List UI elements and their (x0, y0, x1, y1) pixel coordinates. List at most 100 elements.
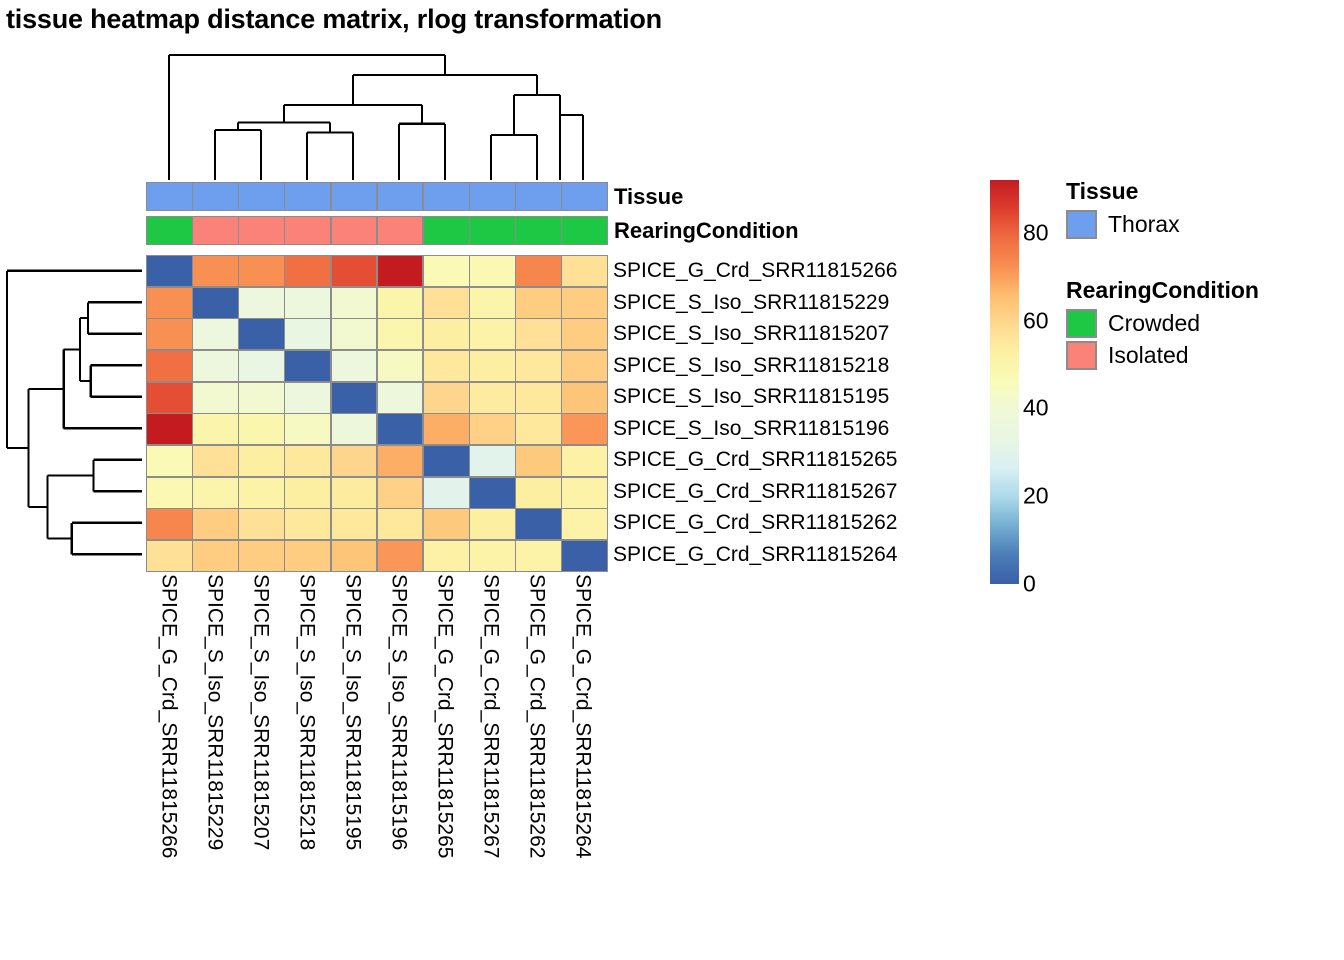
column-label: SPICE_S_Iso_SRR11815229 (203, 574, 227, 851)
column-label-cell: SPICE_S_Iso_SRR11815218 (284, 574, 330, 934)
heatmap-cell (239, 445, 284, 477)
heatmap-cell (562, 256, 607, 287)
tissue-legend: Tissue Thorax (1066, 178, 1180, 242)
heatmap-cell (239, 414, 284, 445)
annotation-cell (147, 217, 192, 244)
heatmap-cell (516, 287, 561, 318)
heatmap-cell (331, 287, 377, 318)
heatmap-cell (193, 445, 238, 477)
row-label: SPICE_G_Crd_SRR11815267 (613, 479, 898, 503)
tissue-annotation-label: Tissue (614, 184, 684, 209)
heatmap-cell (516, 414, 561, 445)
column-label-cell: SPICE_S_Iso_SRR11815196 (376, 574, 422, 934)
legend-swatch (1066, 210, 1097, 239)
heatmap-cell (285, 287, 331, 318)
heatmap-cell (562, 445, 607, 477)
heatmap-cell (562, 477, 607, 508)
heatmap-cell (377, 509, 423, 540)
row-label: SPICE_S_Iso_SRR11815229 (613, 290, 890, 314)
colorbar-tick-label: 20 (1023, 482, 1049, 509)
heatmap-cell (470, 414, 515, 445)
annotation-cell (239, 217, 284, 244)
heatmap-cell (147, 477, 192, 508)
column-label-list: SPICE_G_Crd_SRR11815266 SPICE_S_Iso_SRR11… (146, 574, 606, 934)
column-label: SPICE_G_Crd_SRR11815266 (157, 574, 181, 859)
heatmap-cell (423, 350, 469, 382)
heatmap-cell (193, 287, 238, 318)
heatmap-cell (331, 382, 377, 413)
annotation-cell (193, 217, 238, 244)
column-label: SPICE_G_Crd_SRR11815265 (433, 574, 457, 859)
heatmap-cell (147, 445, 192, 477)
legend-label: Thorax (1108, 211, 1180, 237)
heatmap-cell (516, 509, 561, 540)
column-label: SPICE_S_Iso_SRR11815196 (387, 574, 411, 851)
row-label: SPICE_G_Crd_SRR11815262 (613, 511, 898, 535)
heatmap-cell (285, 256, 331, 287)
column-label: SPICE_G_Crd_SRR11815264 (571, 574, 595, 859)
heatmap-cell (423, 382, 469, 413)
heatmap-cell (147, 350, 192, 382)
heatmap-cell (470, 477, 515, 508)
annotation-cell (470, 217, 515, 244)
heatmap-cell (562, 319, 607, 350)
heatmap-cell (147, 414, 192, 445)
heatmap-cell (147, 256, 192, 287)
heatmap-cell (470, 382, 515, 413)
heatmap-cell (285, 350, 331, 382)
row-label: SPICE_S_Iso_SRR11815218 (613, 353, 890, 377)
annotation-cell (423, 183, 469, 210)
heatmap-cell (470, 350, 515, 382)
legend-entry: Crowded (1066, 309, 1259, 338)
row-label: SPICE_S_Iso_SRR11815196 (613, 416, 890, 440)
annotation-cell (147, 183, 192, 210)
heatmap-cell (470, 509, 515, 540)
heatmap-cell (516, 477, 561, 508)
heatmap-cell (331, 319, 377, 350)
rearing-condition-annotation-bar (146, 216, 608, 245)
heatmap-cell (193, 414, 238, 445)
heatmap-cell (377, 445, 423, 477)
heatmap-cell (562, 350, 607, 382)
row-label: SPICE_S_Iso_SRR11815207 (613, 322, 890, 346)
heatmap-cell (331, 256, 377, 287)
annotation-cell (377, 183, 423, 210)
rearing-condition-annotation-label: RearingCondition (614, 218, 799, 243)
heatmap-cell (470, 256, 515, 287)
heatmap-cell (147, 319, 192, 350)
column-label: SPICE_G_Crd_SRR11815262 (525, 574, 549, 859)
heatmap-cell (377, 382, 423, 413)
annotation-cell (470, 183, 515, 210)
tissue-legend-title: Tissue (1066, 178, 1139, 204)
annotation-cell (423, 217, 469, 244)
heatmap-cell (377, 414, 423, 445)
legend-entry: Isolated (1066, 341, 1259, 370)
heatmap-cell (377, 256, 423, 287)
rearing-condition-legend-title: RearingCondition (1066, 277, 1259, 303)
colorbar-tick-label: 60 (1023, 307, 1049, 334)
heatmap-cell (377, 287, 423, 318)
heatmap-cell (147, 509, 192, 540)
heatmap-cell (562, 540, 607, 571)
row-label: SPICE_G_Crd_SRR11815264 (613, 542, 898, 566)
heatmap-cell (285, 319, 331, 350)
heatmap-cell (239, 287, 284, 318)
column-label-cell: SPICE_S_Iso_SRR11815195 (330, 574, 376, 934)
heatmap-cell (193, 350, 238, 382)
heatmap-cell (516, 319, 561, 350)
annotation-cell (285, 183, 331, 210)
column-label-cell: SPICE_G_Crd_SRR11815262 (514, 574, 560, 934)
heatmap-cell (285, 382, 331, 413)
heatmap-cell (193, 256, 238, 287)
legend-swatch (1066, 341, 1097, 370)
annotation-cell (562, 183, 607, 210)
legend-swatch (1066, 309, 1097, 338)
row-dendrogram (5, 269, 142, 556)
heatmap-cell (239, 509, 284, 540)
column-label: SPICE_S_Iso_SRR11815195 (341, 574, 365, 851)
column-label-cell: SPICE_S_Iso_SRR11815229 (192, 574, 238, 934)
column-label-cell: SPICE_G_Crd_SRR11815267 (468, 574, 514, 934)
annotation-cell (193, 183, 238, 210)
heatmap-cell (470, 287, 515, 318)
